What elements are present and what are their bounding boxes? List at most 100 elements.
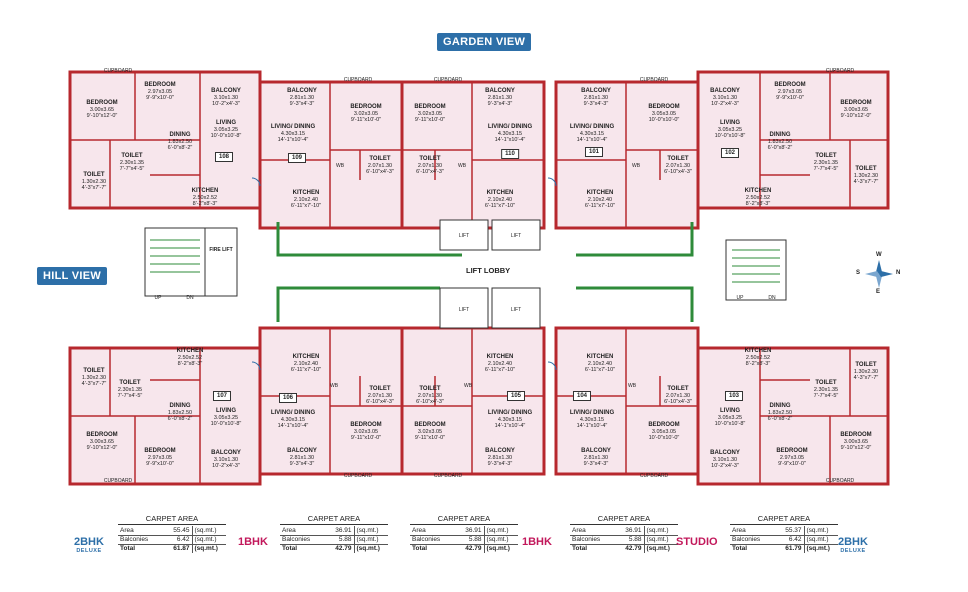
compass-n: N bbox=[896, 270, 901, 276]
cupboard-107: CUPBOARD bbox=[103, 478, 133, 484]
lift-label-4: LIFT bbox=[510, 307, 522, 313]
unit-number-101: 101 bbox=[584, 147, 604, 157]
unit-number-106: 106 bbox=[278, 393, 298, 403]
lift-shaft-1 bbox=[439, 287, 489, 329]
fire-lift-label: FIRE LIFT bbox=[209, 247, 233, 253]
type-label-4: STUDIO bbox=[676, 536, 718, 548]
floor-plan bbox=[68, 70, 890, 486]
unit-number-108: 108 bbox=[214, 152, 234, 162]
hill-view-banner: HILL VIEW bbox=[37, 267, 108, 285]
unit-number-104: 104 bbox=[572, 391, 592, 401]
cupboard-106: CUPBOARD bbox=[343, 473, 373, 479]
fire-lift-shaft bbox=[204, 227, 238, 297]
stair-dn-left: DN bbox=[186, 295, 194, 301]
wb-106: WB bbox=[329, 383, 339, 389]
stair-dn-right: DN bbox=[768, 295, 776, 301]
unit-109-outline bbox=[258, 80, 404, 230]
right-stair bbox=[725, 239, 787, 301]
lift-shaft-2 bbox=[491, 287, 541, 329]
cupboard-102: CUPBOARD bbox=[825, 68, 855, 74]
cupboard-105: CUPBOARD bbox=[433, 473, 463, 479]
cupboard-101: CUPBOARD bbox=[639, 77, 669, 83]
lift-lobby-label: LIFT LOBBY bbox=[466, 266, 511, 275]
garden-view-banner: GARDEN VIEW bbox=[437, 33, 532, 51]
compass-w: W bbox=[876, 252, 882, 258]
wb-110: WB bbox=[457, 163, 467, 169]
stair-up-left: UP bbox=[154, 295, 162, 301]
cupboard-104: CUPBOARD bbox=[639, 473, 669, 479]
compass-rose-icon bbox=[865, 260, 893, 288]
wb-105: WB bbox=[463, 383, 473, 389]
unit-number-110: 110 bbox=[501, 149, 519, 159]
cupboard-110: CUPBOARD bbox=[433, 77, 463, 83]
compass-s: S bbox=[856, 270, 861, 276]
unit-110-outline bbox=[400, 80, 546, 230]
cupboard-108: CUPBOARD bbox=[103, 68, 133, 74]
